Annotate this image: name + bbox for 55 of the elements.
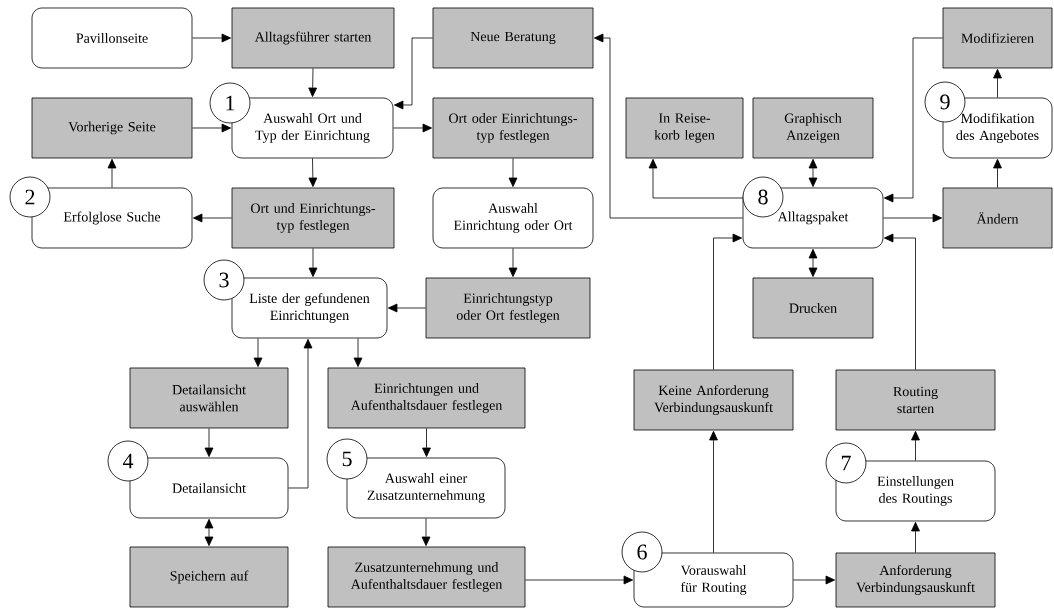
arrow — [993, 68, 1002, 98]
arrow — [993, 158, 1002, 188]
action-box: Speichern auf — [129, 546, 289, 608]
arrow — [107, 158, 117, 188]
arrow — [594, 33, 743, 219]
arrow — [883, 213, 943, 223]
arrow — [911, 430, 920, 461]
arrow — [508, 248, 518, 277]
action-box: Anforderung Verbindungsauskunft — [835, 552, 996, 608]
screen-box: Liste der gefundenen Einrichtungen — [231, 277, 388, 339]
arrow — [525, 575, 634, 585]
arrow — [709, 430, 718, 553]
arrow — [193, 213, 232, 223]
arrow — [793, 575, 836, 585]
action-box: Einrichtungen und Aufenthaltsdauer festlegen — [327, 367, 526, 429]
action-box: Keine Anforderung Verbindungsauskunft — [633, 369, 794, 431]
arrow — [308, 158, 318, 187]
arrow — [911, 521, 920, 553]
screen-box: Auswahl Einrichtung oder Ort — [432, 187, 594, 249]
arrow — [808, 248, 818, 277]
arrow — [353, 338, 363, 367]
action-box: Zusatzunternehmung und Aufenthaltsdauer festlegen — [327, 546, 526, 608]
action-box: Neue Beratung — [432, 7, 594, 69]
arrow — [648, 158, 743, 199]
arrow — [204, 428, 214, 457]
action-box: Ort oder Einrichtungs- typ festlegen — [432, 97, 594, 159]
arrow — [192, 33, 232, 43]
arrow — [288, 338, 313, 489]
action-box: Drucken — [752, 277, 874, 339]
arrow — [308, 68, 318, 98]
action-box: Ändern — [942, 187, 1053, 249]
arrow — [884, 233, 916, 370]
arrow — [808, 158, 818, 187]
action-box: Alltagsführer starten — [231, 7, 395, 69]
arrow — [508, 158, 518, 187]
arrow — [713, 233, 743, 370]
arrow — [192, 123, 232, 133]
action-box: Einrichtungstyp oder Ort festlegen — [425, 277, 591, 339]
arrow — [308, 248, 318, 277]
screen-box: Pavillonseite — [31, 7, 193, 69]
action-box: Vorherige Seite — [31, 97, 193, 159]
action-box: Ort und Einrichtungs- typ festlegen — [231, 187, 395, 249]
arrow — [884, 37, 943, 203]
action-box: Detailansicht auswählen — [129, 367, 289, 429]
action-box: Routing starten — [835, 369, 996, 431]
action-box: Modifizieren — [942, 7, 1053, 69]
arrow — [421, 518, 431, 546]
action-box: Graphisch Anzeigen — [752, 97, 874, 159]
arrow — [253, 338, 263, 367]
arrow — [422, 428, 431, 457]
arrow — [388, 303, 426, 313]
action-box: In Reise- korb legen — [625, 97, 744, 159]
arrow — [393, 123, 433, 133]
arrow — [204, 518, 214, 546]
arrow — [394, 37, 433, 110]
